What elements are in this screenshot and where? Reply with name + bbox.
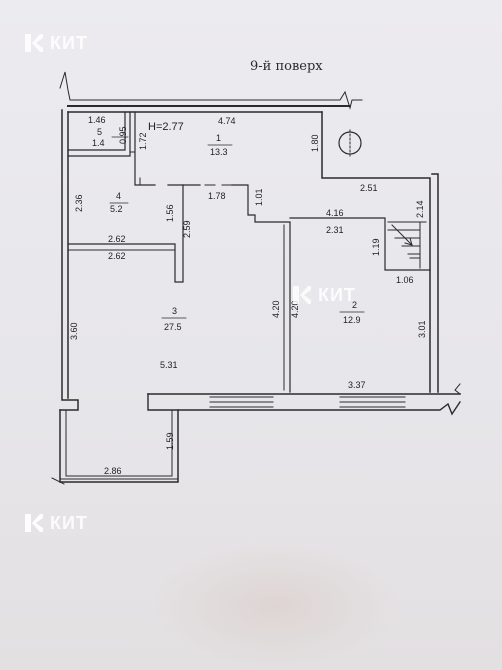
room-4-number: 4: [116, 191, 121, 201]
room-3-number: 3: [172, 306, 177, 316]
dim-label: 1.56: [165, 204, 175, 222]
kit-logo-icon: [25, 514, 43, 532]
dim-label: 2.86: [104, 466, 122, 476]
dim-label: 2.36: [74, 194, 84, 212]
room-3-area: 27.5: [164, 322, 182, 332]
room-2-number: 2: [352, 300, 357, 310]
dim-label: 0.95: [118, 126, 128, 144]
watermark-text: КИТ: [50, 32, 88, 53]
dim-label: 5.31: [160, 360, 178, 370]
dim-label: 4.20: [271, 300, 281, 318]
watermark-logo: КИТ: [22, 512, 88, 534]
room-2-area: 12.9: [343, 315, 361, 325]
room-5-number: 5: [97, 127, 102, 137]
paper-stain: [150, 540, 400, 670]
dim-label: 1.59: [165, 432, 175, 450]
watermark-logo: КИТ: [290, 284, 356, 306]
dim-label: 1.80: [310, 134, 320, 152]
ceiling-height-label: H=2.77: [148, 121, 184, 133]
dim-label: 4.20: [290, 300, 300, 318]
dim-label: 1.72: [138, 132, 148, 150]
watermark-text: КИТ: [318, 284, 356, 305]
room-5-area: 1.4: [92, 138, 105, 148]
kit-logo-icon: [293, 286, 311, 304]
dim-label: 1.19: [371, 238, 381, 256]
dim-label: 1.01: [254, 188, 264, 206]
dim-label: 4.74: [218, 116, 236, 126]
floor-title: 9-й поверх: [250, 59, 323, 74]
dim-label: 3.37: [348, 380, 366, 390]
dim-label: 1.46: [88, 115, 106, 125]
dim-label: 2.59: [182, 220, 192, 238]
dim-label: 2.51: [360, 183, 378, 193]
dim-label: 3.60: [69, 322, 79, 340]
dim-label: 2.62: [108, 251, 126, 261]
dim-label: 1.78: [208, 191, 226, 201]
dim-label: 3.01: [417, 320, 427, 338]
room-1-number: 1: [216, 133, 221, 143]
dim-label: 1.06: [396, 275, 414, 285]
dim-label: 2.62: [108, 234, 126, 244]
watermark-logo: КИТ: [22, 32, 88, 54]
dim-label: 2.14: [415, 200, 425, 218]
dim-label: 4.16: [326, 208, 344, 218]
room-1-area: 13.3: [210, 147, 228, 157]
dim-label: 2.31: [326, 225, 344, 235]
room-4-area: 5.2: [110, 204, 123, 214]
watermark-text: КИТ: [50, 512, 88, 533]
kit-logo-icon: [25, 34, 43, 52]
